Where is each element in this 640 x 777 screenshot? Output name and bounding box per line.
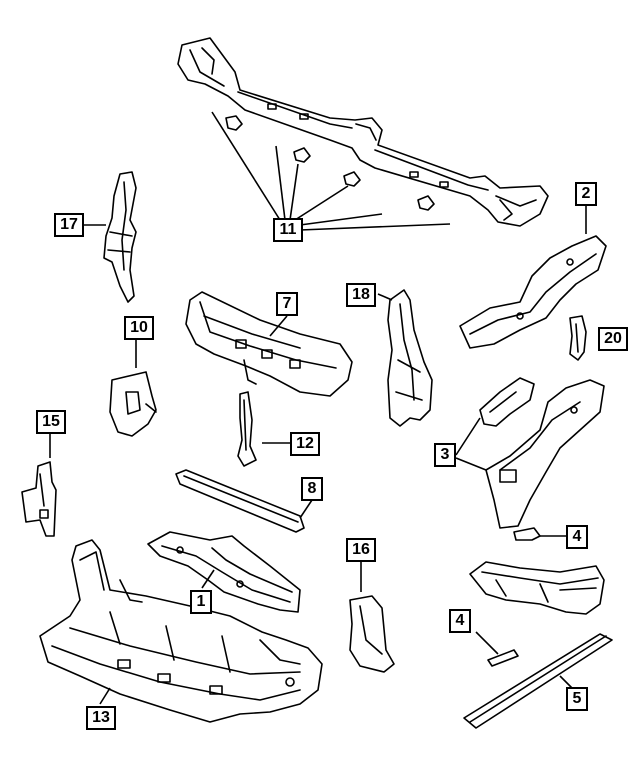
- callout-3: 3: [434, 443, 456, 467]
- callout-4-upper: 4: [566, 525, 588, 549]
- part-11-cowl-crossmember: [177, 37, 549, 227]
- callout-8: 8: [301, 477, 323, 501]
- callout-15: 15: [36, 410, 66, 434]
- part-15-bracket: [21, 461, 57, 537]
- part-4-small-patch: [513, 527, 541, 541]
- leader-1: [201, 569, 215, 589]
- part-18-pillar: [387, 289, 433, 427]
- leaders-11: [211, 111, 451, 231]
- callout-1: 1: [190, 590, 212, 614]
- part-12-brace: [237, 391, 257, 467]
- callout-18: 18: [346, 283, 376, 307]
- part-1-rail: [147, 531, 301, 613]
- leader-4b: [475, 631, 499, 655]
- part-10-bracket: [109, 371, 157, 437]
- callout-20: 20: [598, 327, 628, 351]
- callout-10: 10: [124, 316, 154, 340]
- part-16-bracket: [349, 595, 395, 673]
- leader-18: [377, 293, 393, 301]
- part-13-front-structure: [39, 539, 323, 723]
- callout-13: 13: [86, 706, 116, 730]
- part-4-small-bar: [487, 649, 519, 667]
- leader-8: [299, 499, 313, 519]
- leader-7: [269, 315, 288, 337]
- part-17-pillar-bracket: [103, 171, 137, 303]
- part-4-floor-section: [469, 561, 605, 615]
- part-7-cowl-panel: [185, 291, 353, 397]
- callout-12: 12: [290, 432, 320, 456]
- callout-17: 17: [54, 213, 84, 237]
- part-8-crossbar: [175, 469, 305, 533]
- part-5-sill: [463, 633, 613, 729]
- part-3-upper-piece: [479, 377, 535, 427]
- leader-3b: [455, 457, 487, 471]
- part-3-apron: [485, 379, 605, 529]
- callout-7: 7: [276, 292, 298, 316]
- part-2-frame-rail: [459, 235, 607, 349]
- leader-13: [99, 687, 111, 705]
- part-20-bracket: [569, 315, 587, 361]
- callout-4-lower: 4: [449, 609, 471, 633]
- callout-11: 11: [273, 218, 303, 242]
- callout-2: 2: [575, 182, 597, 206]
- callout-5: 5: [566, 687, 588, 711]
- leader-3a: [455, 417, 481, 456]
- callout-16: 16: [346, 538, 376, 562]
